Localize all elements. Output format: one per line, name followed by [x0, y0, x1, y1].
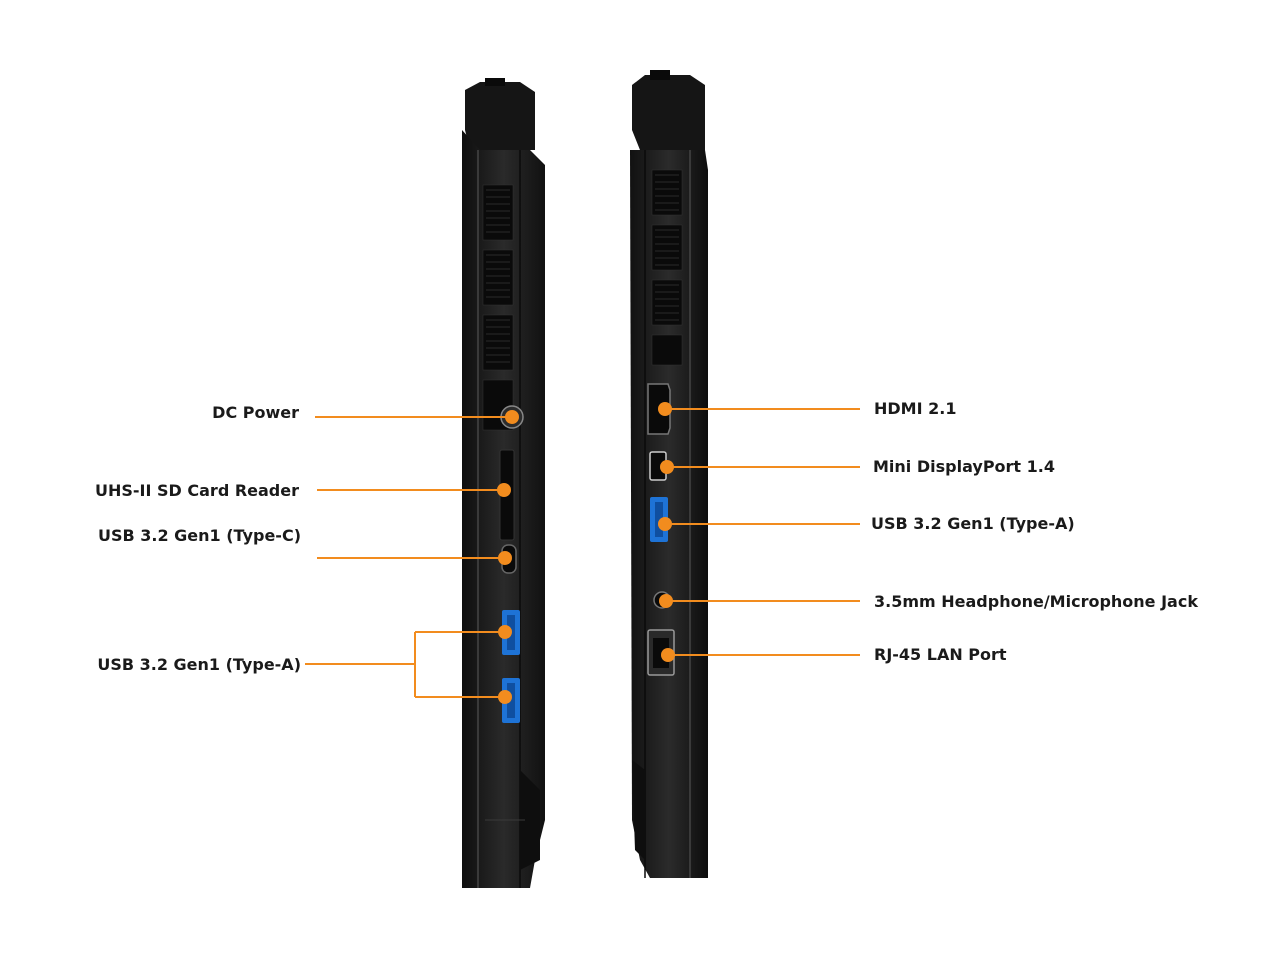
label-dc-power: DC Power [212, 403, 299, 422]
usb-a-left-leader [305, 631, 505, 698]
left-callout-dots [497, 410, 519, 704]
left-callouts [305, 416, 512, 698]
right-callouts [665, 408, 860, 656]
right-laptop-side [630, 70, 708, 878]
label-sd-card-reader: UHS-II SD Card Reader [94, 481, 299, 500]
label-usb-c: USB 3.2 Gen1 (Type-C) [97, 526, 301, 545]
label-hdmi: HDMI 2.1 [874, 399, 957, 418]
label-mini-dp: Mini DisplayPort 1.4 [873, 457, 1055, 476]
left-laptop-side [462, 78, 545, 888]
label-usb-a-right: USB 3.2 Gen1 (Type-A) [871, 514, 1075, 533]
label-usb-a-left: USB 3.2 Gen1 (Type-A) [97, 655, 301, 674]
label-audio-jack: 3.5mm Headphone/Microphone Jack [874, 592, 1198, 611]
right-callout-dots [658, 402, 675, 662]
label-rj45: RJ-45 LAN Port [874, 645, 1007, 664]
